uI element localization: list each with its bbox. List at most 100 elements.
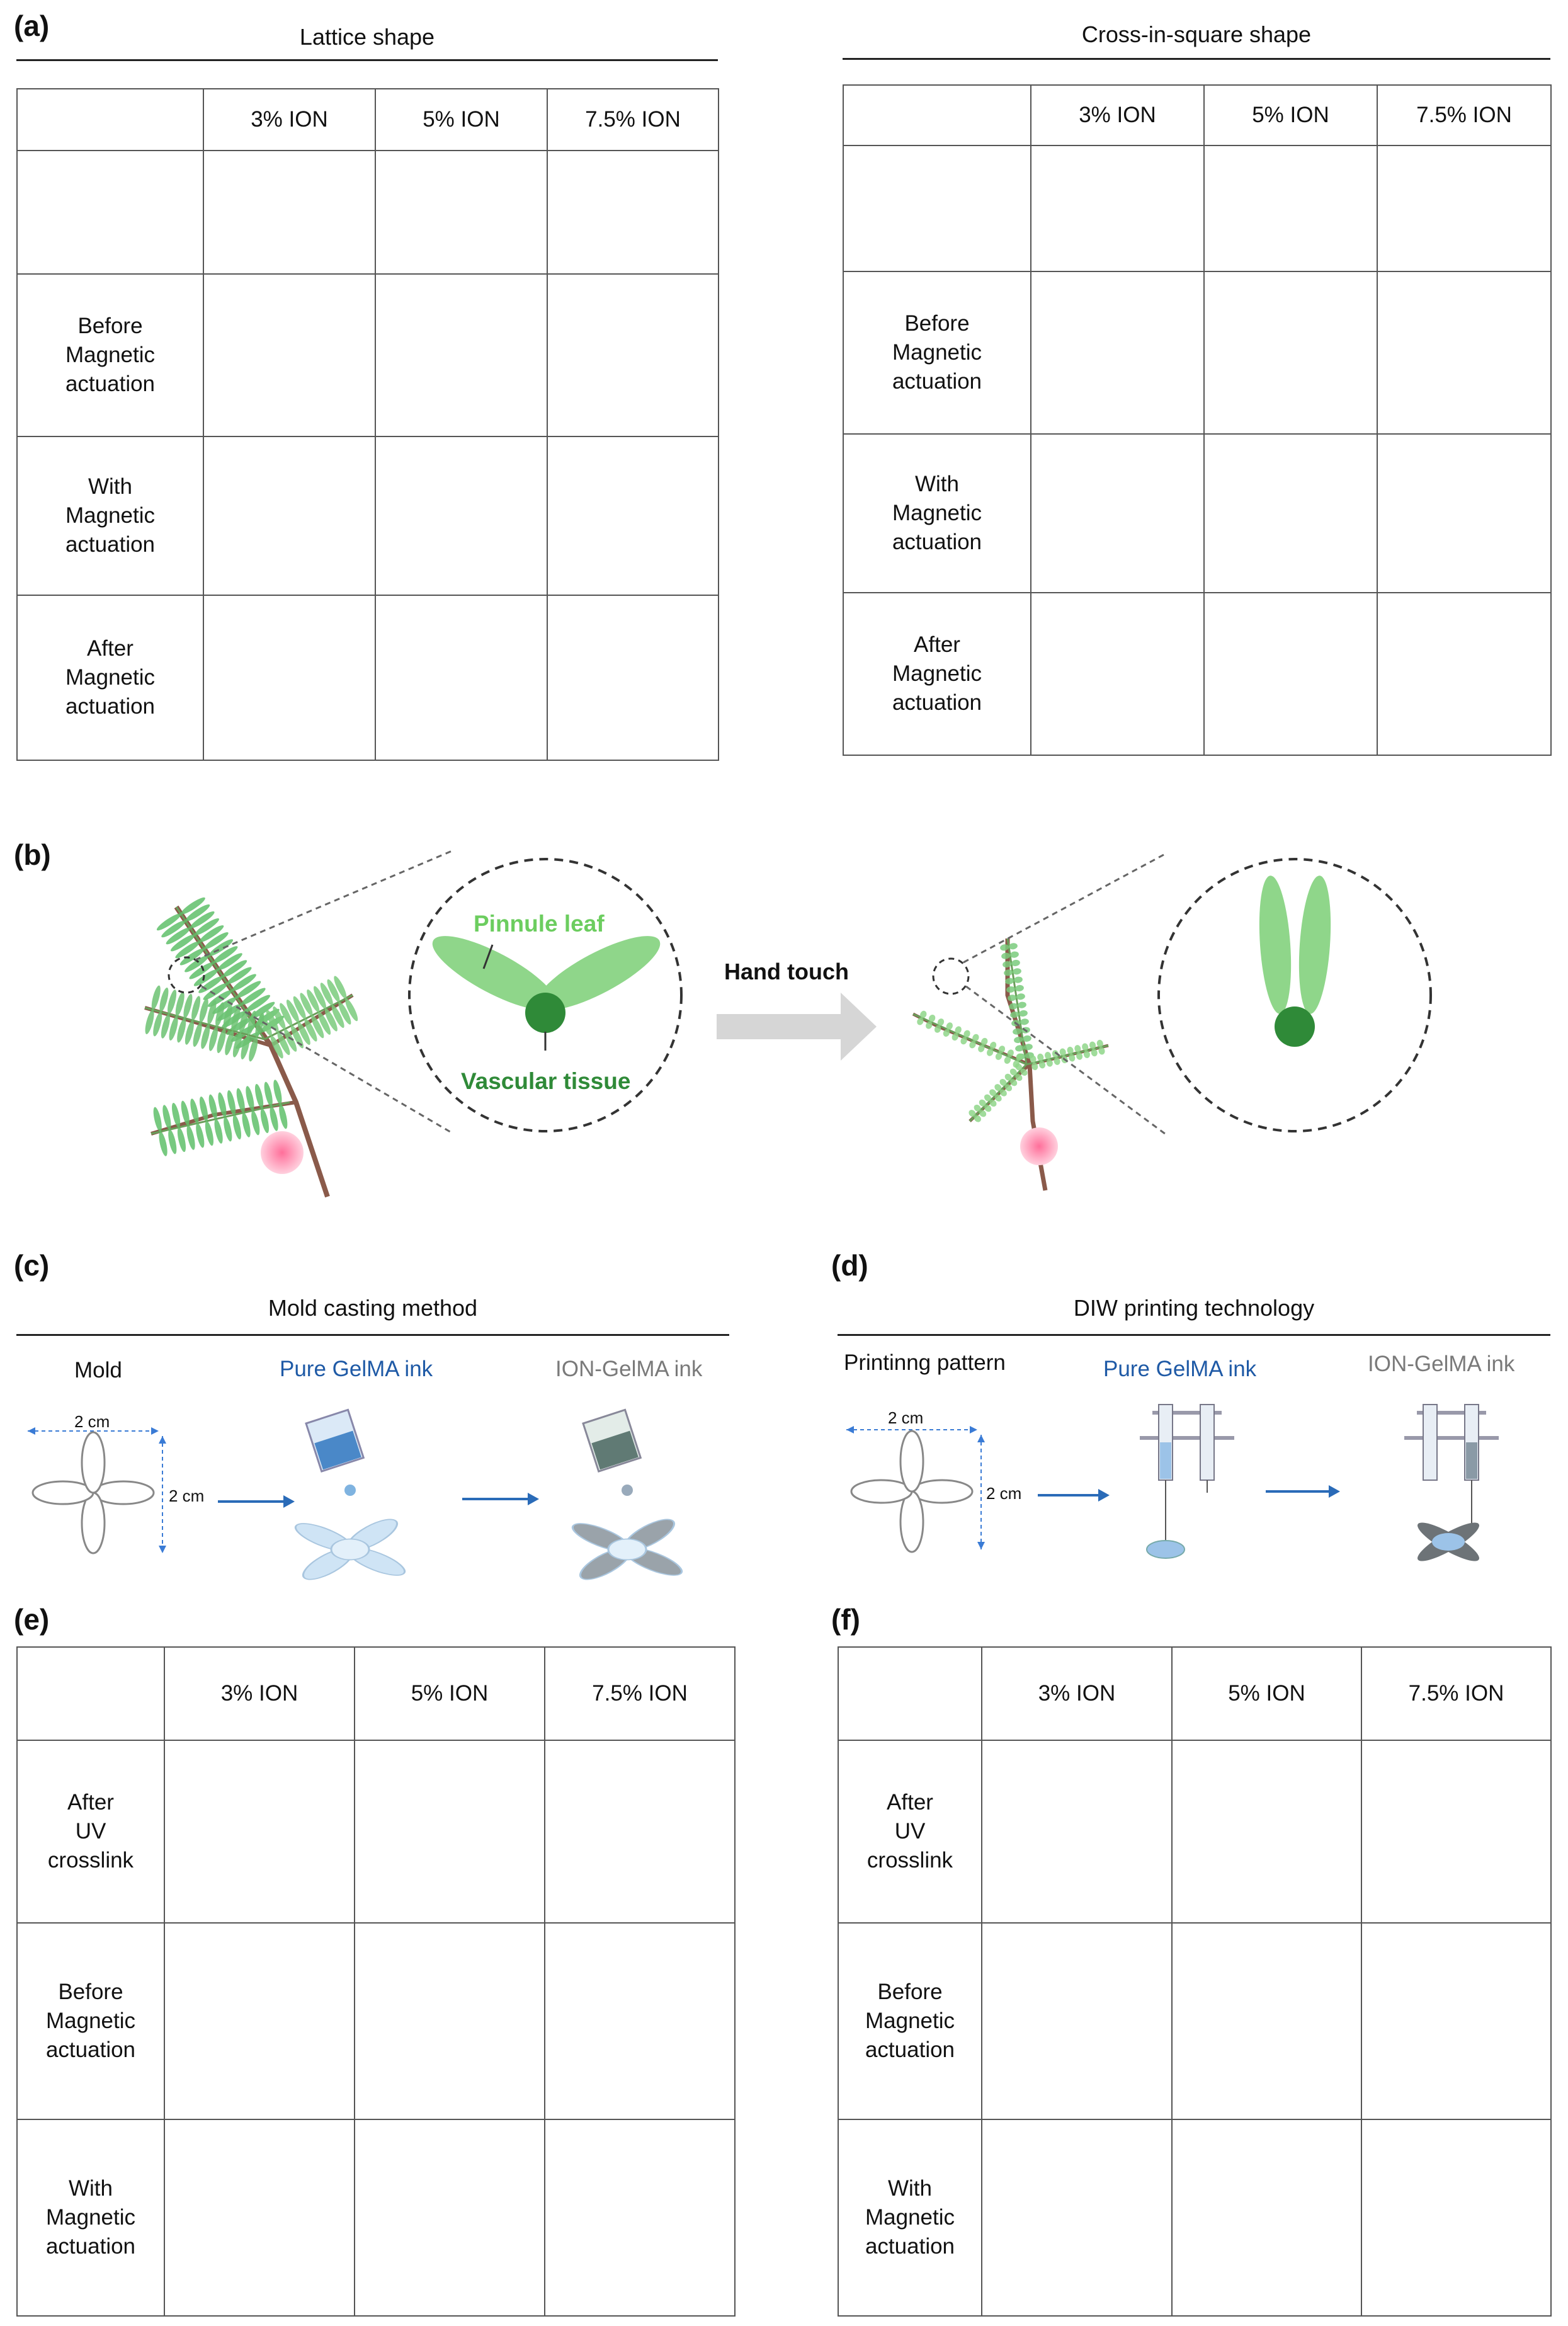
mold-casting-title: Mold casting method [268, 1295, 478, 1321]
col-header: 3% ION [1030, 84, 1205, 146]
blank-row-label [16, 150, 204, 275]
blank-row-label [843, 145, 1031, 272]
photo-with-3: 1 cm [164, 2119, 355, 2317]
photo-with-5: 1 cm [1203, 433, 1378, 593]
corner-cell [16, 88, 204, 151]
printer-ion-icon [1404, 1404, 1499, 1561]
photo-before-3: 1 cm [981, 1922, 1173, 2120]
photo-before-5: 1 cm [1203, 271, 1378, 435]
flow-arrow-d1 [1038, 1494, 1098, 1497]
flow-arrow-d2 [1266, 1490, 1329, 1493]
photo-before-5: 1 cm [354, 1922, 545, 2120]
photo-before-7: 1 cm [544, 1922, 736, 2120]
lattice-sample-3: 1 cm [203, 150, 376, 275]
diw-title: DIW printing technology [1073, 1295, 1315, 1321]
photo-before-7: 1 cm [1377, 271, 1552, 435]
printing-cross-shape [850, 1430, 974, 1553]
printer-pure-icon [1140, 1404, 1234, 1559]
pinnule-open-illustration [432, 936, 661, 1051]
panel-label-c: (c) [14, 1249, 50, 1282]
photo-uv-3: 1 cm [981, 1740, 1173, 1924]
dim-width-d: 2 cm [888, 1408, 924, 1427]
mold-casting-diagram [28, 1408, 683, 1580]
photo-before-5: 1 cm [1171, 1922, 1362, 2120]
photo-with-7: 1 cm [1377, 433, 1552, 593]
panel-label-b: (b) [14, 838, 51, 871]
panel-label-f: (f) [831, 1603, 860, 1636]
col-header: 5% ION [1171, 1646, 1362, 1741]
photo-uv-7: 1 cm [1361, 1740, 1552, 1924]
lattice-rule [16, 59, 718, 61]
col-header: 7.5% ION [544, 1646, 736, 1741]
dim-height-d: 2 cm [986, 1484, 1022, 1503]
hand-touch-label: Hand touch [724, 959, 849, 984]
photo-uv-7: 1 cm [544, 1740, 736, 1924]
cross-sample-5: 1 cm [1203, 145, 1378, 272]
photo-before-5: 1 cm [375, 273, 548, 437]
dim-width-c: 2 cm [74, 1412, 110, 1431]
pure-gelma-label-d: Pure GelMA ink [1103, 1357, 1257, 1381]
photo-with-7: 1 cm [1361, 2119, 1552, 2317]
col-header: 5% ION [375, 88, 548, 151]
flow-arrow-c1 [218, 1500, 283, 1503]
pure-gelma-label-c: Pure GelMA ink [280, 1357, 433, 1381]
photo-after-3: 1 cm [203, 595, 376, 761]
photo-before-7: 1 cm [1361, 1922, 1552, 2120]
mimosa-plant-open [144, 897, 358, 1198]
col-header: 7.5% ION [1377, 84, 1552, 146]
flow-arrow-d1-head [1098, 1489, 1110, 1502]
photo-uv-5: 1 cm [1171, 1740, 1362, 1924]
pinnule-leaf-label: Pinnule leaf [474, 911, 605, 937]
photo-with-5: 1 cm [1171, 2119, 1362, 2317]
beaker-pure-icon [305, 1408, 365, 1473]
photo-with-5: 1 cm [375, 436, 548, 596]
diw-diagram [846, 1404, 1499, 1561]
col-header: 5% ION [354, 1646, 545, 1741]
ion-gelma-label-d: ION-GelMA ink [1368, 1352, 1515, 1376]
corner-cell [16, 1646, 165, 1741]
beaker-ion-icon [582, 1408, 642, 1473]
mold-pure-illustration [294, 1519, 406, 1580]
photo-with-5: 1 cm [354, 2119, 545, 2317]
flow-arrow-d2-head [1329, 1485, 1340, 1498]
photo-with-3: 1 cm [203, 436, 376, 596]
photo-uv-5: 1 cm [354, 1740, 545, 1924]
corner-cell [838, 1646, 982, 1741]
col-header: 3% ION [164, 1646, 355, 1741]
photo-with-7: 1 cm [544, 2119, 736, 2317]
photo-with-7: 1 cm [547, 436, 719, 596]
photo-before-7: 1 cm [547, 273, 719, 437]
photo-uv-3: 1 cm [164, 1740, 355, 1924]
panel-label-d: (d) [831, 1249, 868, 1282]
mimosa-plant-closed [912, 938, 1109, 1191]
photo-before-3: 1 cm [203, 273, 376, 437]
mold-label: Mold [74, 1358, 122, 1382]
col-header: 5% ION [1203, 84, 1378, 146]
flow-arrow-c1-head [283, 1495, 295, 1508]
photo-after-3: 1 cm [1030, 592, 1205, 756]
mimosa-diagram [144, 849, 1432, 1198]
ion-gelma-label-c: ION-GelMA ink [555, 1357, 703, 1381]
cross-square-title: Cross-in-square shape [1081, 21, 1312, 47]
lattice-sample-7: 1 cm [547, 150, 719, 275]
cross-sample-7: 1 cm [1377, 145, 1552, 272]
cross-square-table: 3% ION 5% ION 7.5% ION 1 cm 1 cm 1 cm Be… [843, 84, 1552, 756]
photo-after-7: 1 cm [1377, 592, 1552, 756]
lattice-sample-5: 1 cm [375, 150, 548, 275]
lattice-title: Lattice shape [299, 24, 435, 50]
printing-pattern-label: Printinng pattern [844, 1350, 1006, 1375]
dim-height-c: 2 cm [169, 1486, 205, 1505]
photo-after-5: 1 cm [1203, 592, 1378, 756]
